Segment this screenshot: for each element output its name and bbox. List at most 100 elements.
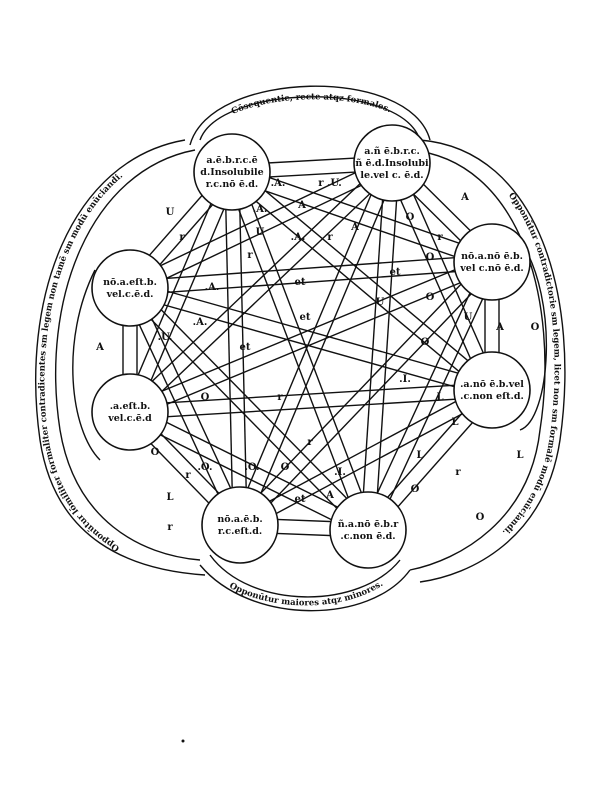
band-edge — [245, 165, 400, 528]
band-edge — [384, 165, 487, 394]
band-label: O — [426, 292, 435, 303]
band-edge — [132, 267, 495, 420]
band-label: .I. — [334, 467, 346, 478]
band-label: A — [350, 222, 359, 233]
band-edge — [135, 284, 247, 523]
band-label: O — [476, 512, 485, 523]
band-label: L — [166, 492, 173, 503]
band-edge — [360, 162, 386, 530]
band-label: r — [247, 250, 253, 261]
proposition-text: a.ē.b.r.c.ē — [206, 155, 257, 166]
proposition-text: .a.eſt.b. — [110, 401, 151, 412]
proposition-circle: a.ñ ē.b.r.c.ñ ē.d.Insolubile.vel c. ē.d. — [353, 124, 431, 202]
band-label: r — [437, 232, 443, 243]
circle-outline — [329, 491, 407, 569]
proposition-text: ñ.a.nō ē.b.r — [338, 519, 400, 530]
band-edge — [397, 159, 500, 388]
band-label: U — [464, 312, 473, 323]
circle-outline — [453, 351, 531, 429]
band-edge — [131, 280, 495, 384]
band-label: et — [240, 342, 251, 353]
band-label: .A. — [205, 282, 220, 293]
band-label: U — [166, 207, 175, 218]
band-label: O — [201, 392, 210, 403]
band-label: A — [95, 342, 104, 353]
band-label: A — [495, 322, 504, 333]
band-edge — [236, 383, 490, 520]
band-edge — [242, 395, 496, 532]
band-label: O — [426, 252, 435, 263]
band-edge — [361, 258, 487, 528]
proposition-text: r.c.eſt.d. — [218, 526, 262, 537]
band-label: .A. — [253, 204, 268, 215]
circle-outline — [91, 249, 169, 327]
band-label: .U. — [158, 332, 173, 343]
band-label: et — [300, 312, 311, 323]
band-label: r .U. — [318, 178, 342, 189]
band-label: r — [277, 392, 283, 403]
band-edge — [130, 396, 493, 420]
band-label: O — [421, 337, 430, 348]
outer-arcs — [34, 85, 566, 612]
band-label: .A. — [193, 317, 208, 328]
band-edge — [234, 256, 488, 521]
circle-outline — [453, 223, 531, 301]
proposition-text: .c.non eſt.d. — [460, 391, 524, 402]
proposition-text: ñ ē.d.Insolubi — [355, 158, 429, 169]
band-edge — [244, 266, 498, 531]
band-label: O — [281, 462, 290, 473]
proposition-text: d.Insolubile — [200, 167, 263, 178]
circle-outline — [353, 124, 431, 202]
proposition-text: a.ñ ē.b.r.c. — [364, 146, 420, 157]
band-edge — [374, 163, 400, 531]
connecting-bands — [122, 155, 500, 538]
band-label: .O. — [197, 462, 212, 473]
ink-speck — [181, 739, 185, 743]
arc-label-left: Opponūtur lōmiliter formaliter contradic… — [37, 171, 125, 553]
band-edge — [224, 172, 234, 526]
band-label: et — [390, 267, 401, 278]
circle-outline — [193, 133, 271, 211]
band-edge — [126, 156, 390, 283]
band-label: L — [436, 392, 443, 403]
band-label: .I. — [399, 374, 411, 385]
arc-label-top: Cōsequentie, recte atqz formales. — [230, 92, 393, 117]
proposition-text: vel.c.ē.d. — [106, 289, 154, 300]
proposition-text: nō.a.ē.b. — [217, 514, 262, 525]
band-label: U — [256, 227, 265, 238]
proposition-circle: ñ.a.nō ē.b.r.c.non ē.d. — [329, 491, 407, 569]
band-edge — [127, 254, 490, 407]
band-label: r — [455, 467, 461, 478]
band-label: .A. — [291, 232, 306, 243]
band-edge — [132, 168, 396, 295]
band-label: r — [167, 522, 173, 533]
band-label: et — [295, 277, 306, 288]
circle-outline — [201, 486, 279, 564]
proposition-circle: nō.a.eſt.b.vel.c.ē.d. — [91, 249, 169, 327]
proposition-circle: nō.a.ē.b.r.c.eſt.d. — [201, 486, 279, 564]
band-label: U — [376, 297, 385, 308]
proposition-circle: .a.nō ē.b.vel.c.non eſt.d. — [453, 351, 531, 429]
band-label: r — [179, 232, 185, 243]
band-edge — [134, 282, 374, 526]
band-edge — [236, 166, 497, 386]
band-label: .A. — [271, 178, 286, 189]
band-edge — [135, 174, 240, 416]
band-label: L — [451, 417, 458, 428]
proposition-text: nō.a.nō ē.b. — [461, 251, 523, 262]
band-edge — [238, 171, 248, 525]
arc-label-bottom: Opponūtur maiores atqz minores. — [228, 579, 385, 608]
band-edge — [132, 405, 372, 525]
band-label: A — [460, 192, 469, 203]
band-label: r — [307, 437, 313, 448]
proposition-text: .c.non ē.d. — [340, 531, 395, 542]
band-label: O — [531, 322, 540, 333]
band-label: O — [151, 447, 160, 458]
band-edge — [123, 290, 235, 529]
band-edge — [232, 160, 387, 523]
band-edge — [373, 264, 499, 534]
proposition-text: vel.c.ē.d — [107, 413, 152, 424]
